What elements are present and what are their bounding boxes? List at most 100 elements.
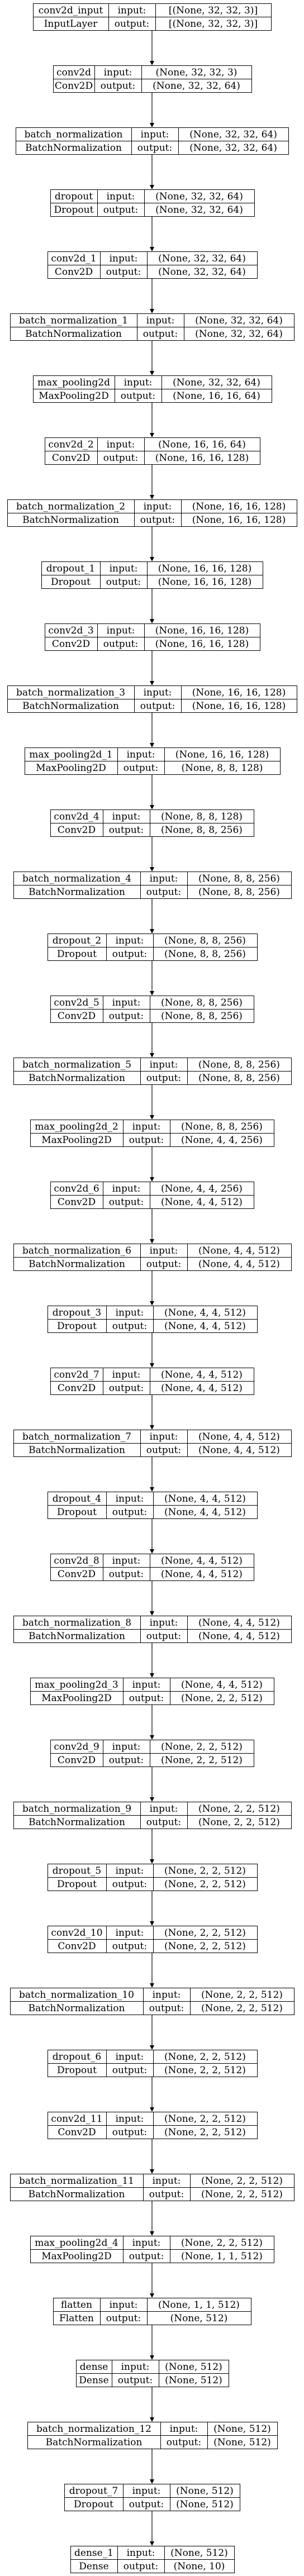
layer-node: batch_normalization_10BatchNormalization… (10, 1988, 294, 2015)
layer-type: Dense (79, 2375, 108, 2386)
layer-name: batch_normalization_6 (22, 1245, 131, 1256)
input-label: input: (104, 67, 132, 78)
edge-arrowhead (150, 805, 154, 810)
input-label: input: (110, 253, 138, 264)
layer-type: BatchNormalization (25, 328, 122, 340)
input-label: input: (150, 1245, 178, 1256)
input-shape: (None, 16, 16, 128) (192, 501, 286, 512)
layer-type: MaxPooling2D (41, 1693, 112, 1704)
layer-name: batch_normalization_3 (16, 687, 125, 698)
edge-arrowhead (150, 247, 154, 251)
layer-node: max_pooling2d_1MaxPooling2Dinput:output:… (25, 747, 281, 775)
edge-arrowhead (150, 2541, 154, 2546)
output-label: output: (109, 1011, 144, 1022)
input-label: input: (150, 1059, 178, 1070)
layer-name: conv2d_7 (54, 1369, 99, 1380)
layer-name: dense_1 (74, 2548, 113, 2559)
layer-node: batch_normalization_8BatchNormalizationi… (13, 1616, 292, 1643)
output-shape: (None, 16, 16, 128) (192, 701, 286, 712)
input-label: input: (112, 1183, 141, 1194)
layer-type: Conv2D (52, 639, 90, 650)
layer-node: max_pooling2dMaxPooling2Dinput:output:(N… (33, 375, 272, 403)
layer-name: batch_normalization_2 (16, 501, 125, 512)
layer-name: dropout (55, 191, 93, 202)
output-shape: (None, 10) (174, 2561, 225, 2572)
input-label: input: (132, 2237, 161, 2249)
input-shape: (None, 2, 2, 512) (164, 2113, 246, 2125)
input-shape: (None, 32, 32, 64) (155, 191, 243, 202)
edge-arrowhead (150, 1239, 154, 1244)
input-shape: (None, 32, 32, 64) (189, 129, 277, 140)
output-shape: (None, 512) (176, 2499, 234, 2510)
edge-arrowhead (150, 2107, 154, 2112)
edge-arrowhead (150, 1549, 154, 1554)
output-label: output: (112, 2127, 147, 2138)
layer-type: Dropout (57, 1879, 97, 1890)
input-shape: (None, 16, 16, 128) (192, 687, 286, 698)
output-shape: (None, 512) (165, 2375, 222, 2386)
input-shape: (None, 512) (213, 2423, 271, 2435)
input-shape: (None, 8, 8, 256) (181, 1121, 263, 1132)
output-shape: (None, 512) (213, 2437, 271, 2448)
layer-name: conv2d_10 (51, 1927, 102, 1939)
layer-type: BatchNormalization (28, 1817, 125, 1828)
output-shape: (None, 4, 4, 256) (181, 1135, 263, 1146)
input-label: input: (118, 5, 146, 16)
input-shape: (None, 4, 4, 512) (198, 1431, 280, 1442)
input-shape: (None, 2, 2, 512) (164, 2051, 246, 2063)
input-shape: (None, 32, 32, 64) (173, 377, 260, 388)
output-shape: (None, 8, 8, 256) (161, 825, 243, 836)
edge-arrowhead (150, 1425, 154, 1430)
output-shape: (None, 16, 16, 128) (155, 453, 249, 464)
output-shape: (None, 32, 32, 64) (189, 142, 277, 154)
output-shape: (None, 2, 2, 512) (198, 1817, 280, 1828)
input-shape: (None, 2, 2, 512) (198, 1803, 280, 1815)
layer-type: Dropout (54, 204, 94, 216)
input-shape: (None, 512) (176, 2485, 234, 2497)
edge-arrowhead (150, 743, 154, 747)
layer-type: BatchNormalization (28, 887, 125, 898)
input-label: input: (116, 2113, 144, 2125)
layer-type: Dense (79, 2561, 108, 2572)
input-label: input: (132, 2485, 161, 2497)
edge-arrowhead (150, 123, 154, 127)
output-label: output: (109, 1197, 144, 1208)
layer-name: max_pooling2d_4 (35, 2237, 118, 2249)
input-label: input: (144, 687, 172, 698)
layer-name: batch_normalization_7 (22, 1431, 131, 1442)
output-shape: (None, 4, 4, 512) (164, 1507, 246, 1518)
output-label: output: (109, 1383, 144, 1394)
edge-arrowhead (150, 1797, 154, 1802)
output-label: output: (140, 701, 175, 712)
layer-type: Conv2D (58, 2127, 96, 2138)
output-label: output: (129, 1693, 164, 1704)
output-label: output: (103, 204, 138, 216)
layer-name: batch_normalization_12 (36, 2423, 151, 2435)
input-label: input: (110, 2299, 138, 2311)
input-shape: (None, 4, 4, 512) (164, 1307, 246, 1318)
input-shape: (None, 512) (165, 2361, 222, 2373)
output-label: output: (121, 391, 155, 402)
layer-node: max_pooling2d_2MaxPooling2Dinput:output:… (30, 1120, 274, 1147)
layer-node: batch_normalization_3BatchNormalizationi… (7, 685, 297, 713)
output-shape: (None, 2, 2, 512) (164, 1879, 246, 1890)
output-label: output: (124, 2561, 158, 2572)
output-label: output: (129, 2251, 164, 2262)
input-label: input: (112, 1741, 141, 1753)
output-label: output: (112, 949, 147, 960)
input-shape: (None, 32, 32, 3) (156, 67, 238, 78)
output-shape: (None, 4, 4, 512) (161, 1569, 243, 1580)
output-label: output: (143, 328, 178, 340)
output-label: output: (146, 1817, 181, 1828)
edge-arrowhead (150, 1115, 154, 1120)
input-label: input: (112, 1555, 141, 1566)
